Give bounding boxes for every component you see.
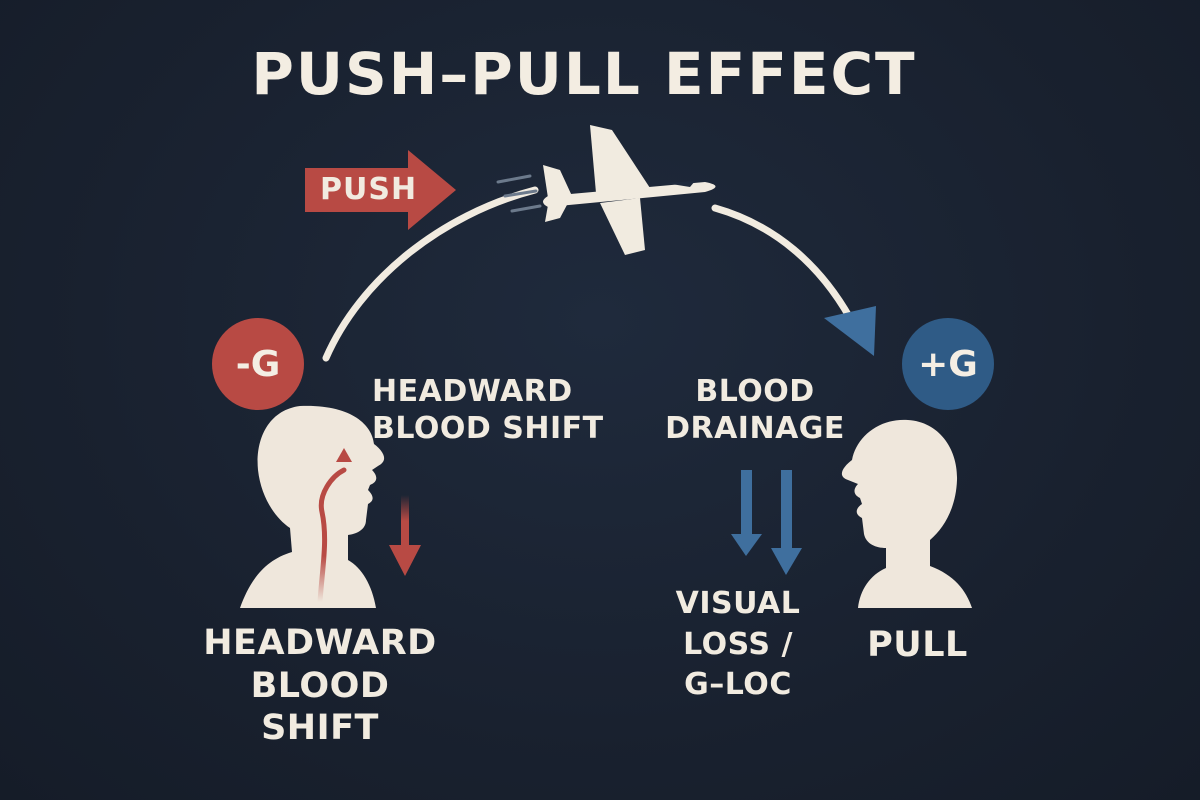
headward-blood-shift-label-bottom: HEADWARD BLOOD SHIFT: [203, 623, 437, 749]
page-title: PUSH–PULL EFFECT: [251, 40, 917, 108]
pull-label: PULL: [867, 625, 968, 665]
blood-drainage-arrows: [731, 470, 802, 575]
blood-drainage-label: BLOOD DRAINAGE: [665, 374, 845, 446]
headward-blood-shift-label-top: HEADWARD BLOOD SHIFT: [372, 374, 604, 446]
red-down-arrow-shaft: [401, 495, 409, 547]
positive-g-badge: +G: [902, 318, 994, 410]
headward-arrowhead-icon: [336, 448, 352, 462]
head-silhouette-left-icon: [240, 405, 385, 608]
negative-g-badge: -G: [212, 318, 304, 410]
speed-lines: [496, 174, 542, 213]
headward-shift-arrow: [317, 467, 347, 605]
visual-loss-gloc-label: VISUAL LOSS / G–LOC: [675, 586, 801, 702]
push-arrow-icon: [305, 150, 456, 230]
jet-icon: [543, 125, 716, 255]
flight-arc-descending: [711, 204, 854, 322]
arc-arrowhead-icon: [824, 306, 876, 356]
positive-g-text: +G: [918, 343, 978, 385]
negative-g-text: -G: [235, 343, 281, 385]
red-down-arrowhead-icon: [389, 545, 421, 576]
push-label: PUSH: [320, 172, 418, 207]
head-silhouette-right-icon: [841, 419, 972, 608]
flight-arc-ascending: [322, 186, 539, 362]
